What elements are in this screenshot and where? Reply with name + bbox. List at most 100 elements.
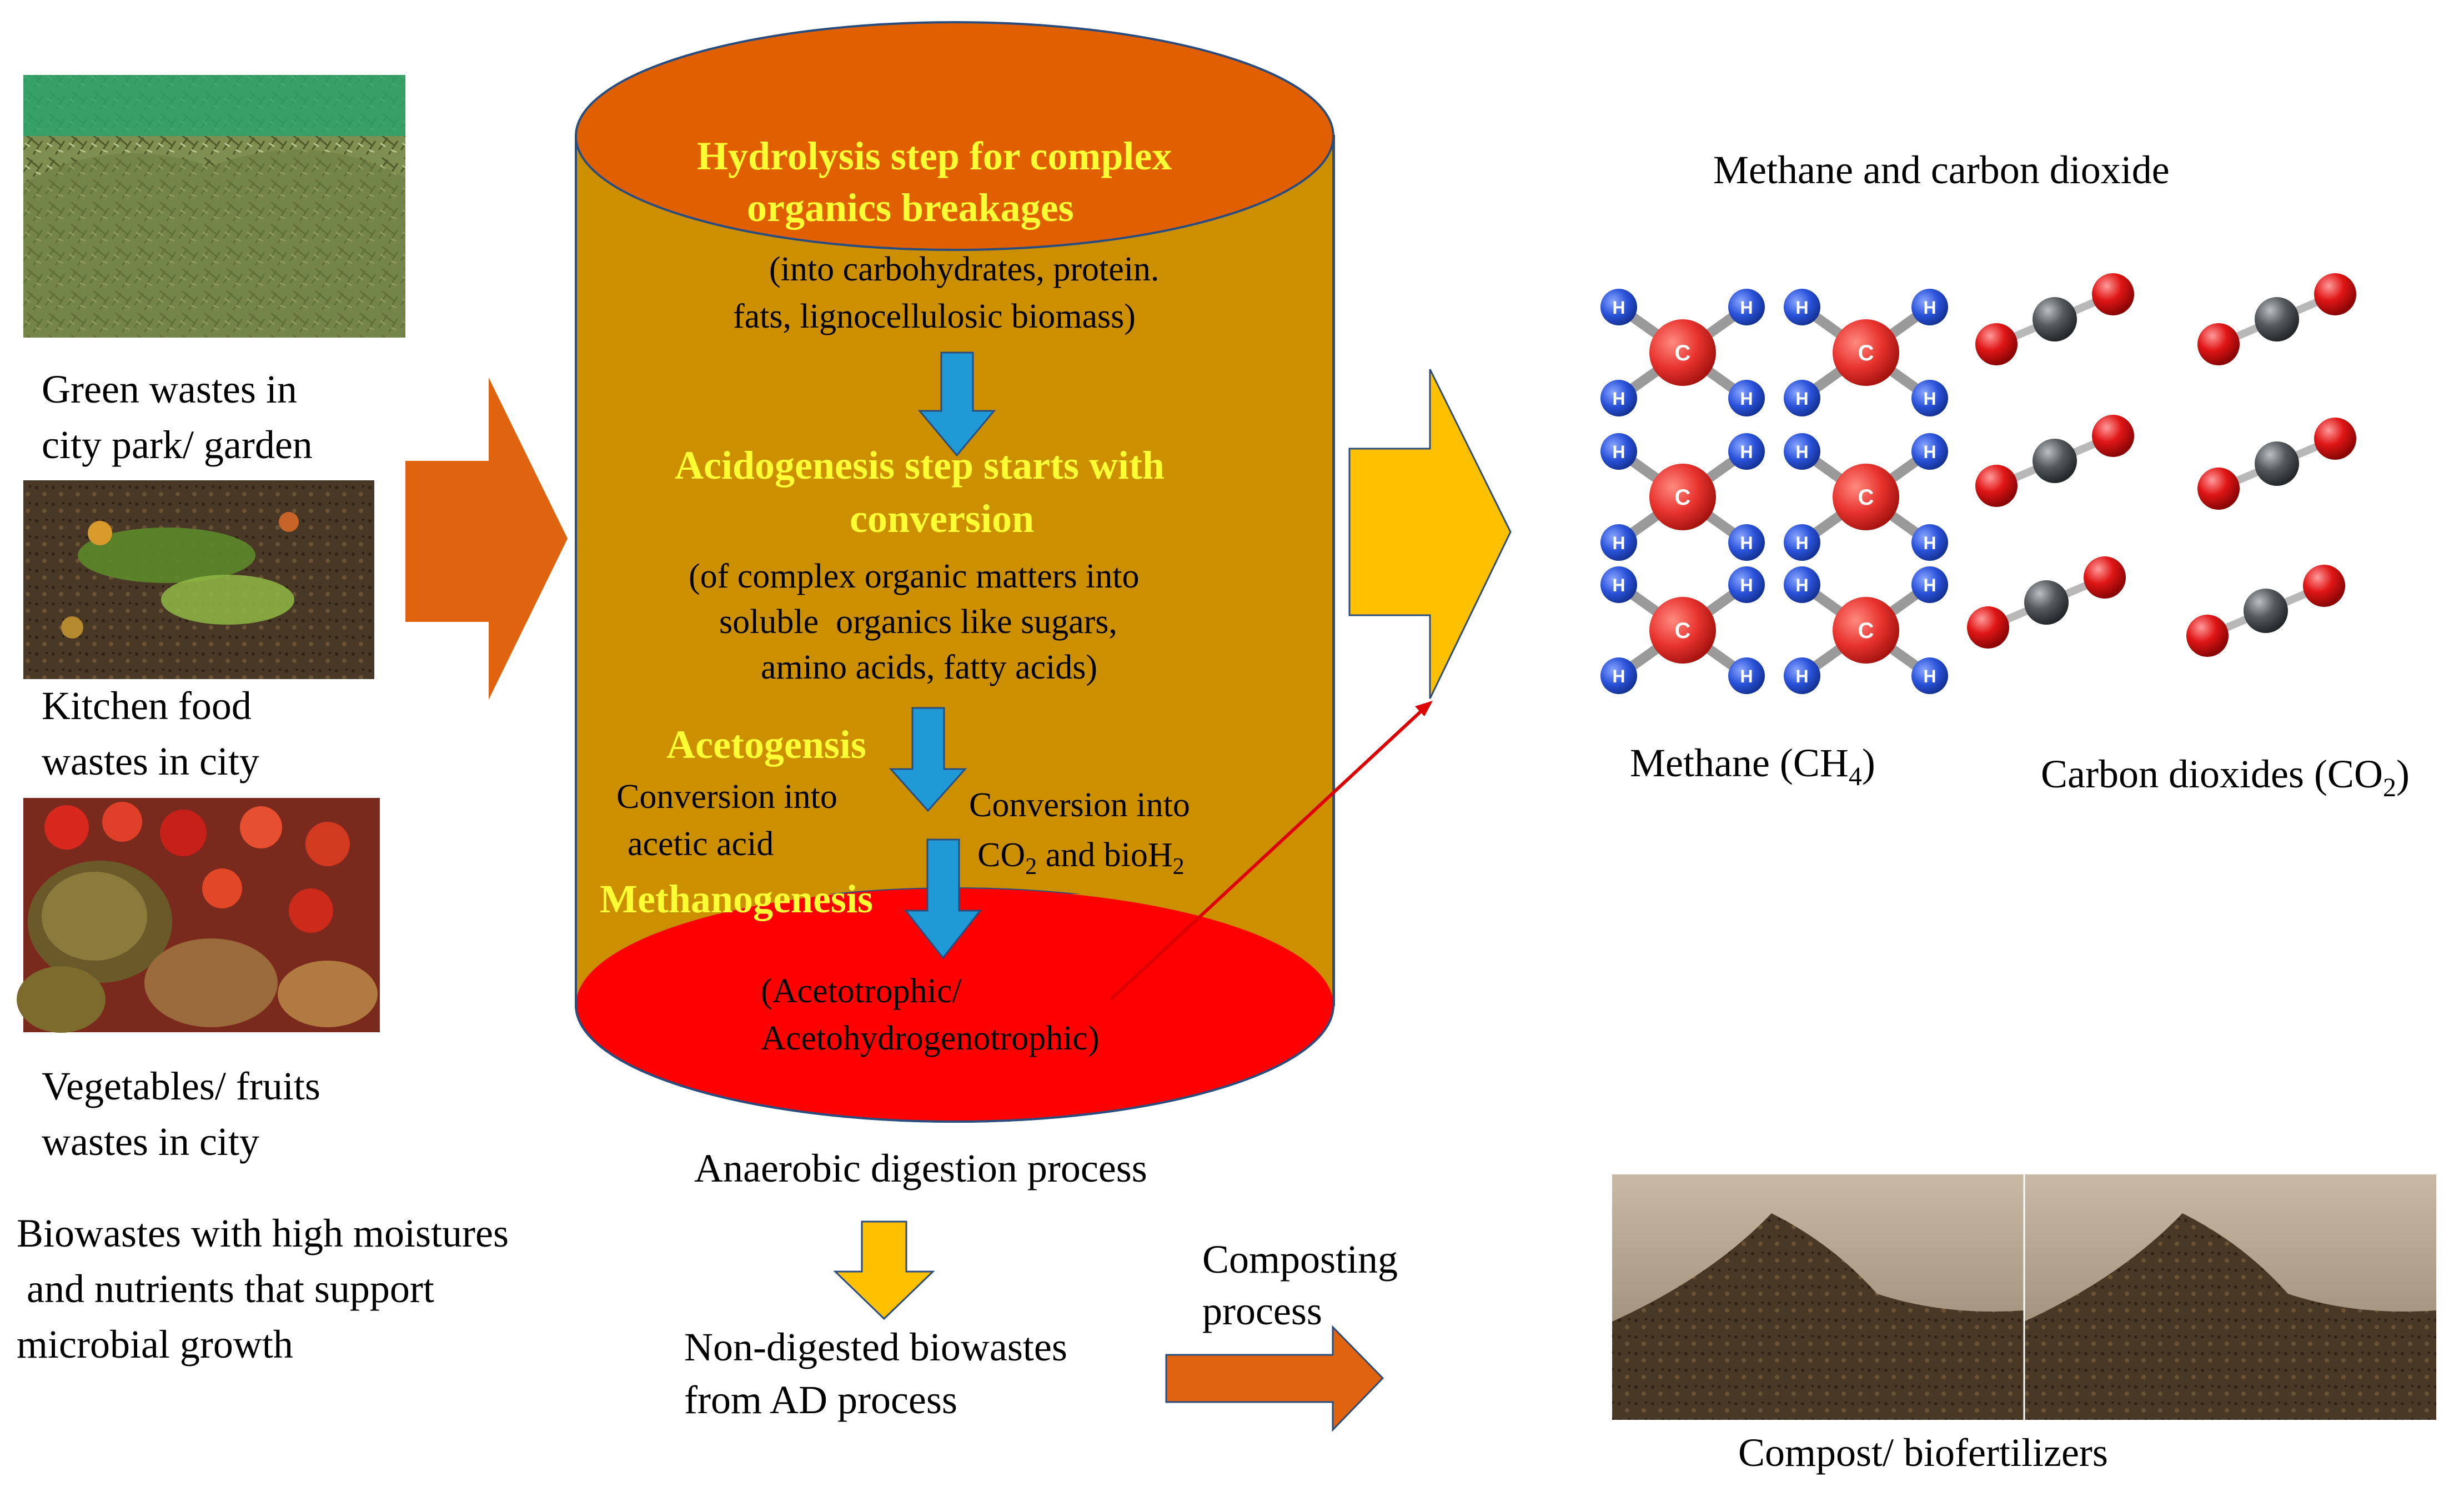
carbon-symbol: C [1858,341,1874,365]
hydrogen-symbol: H [1740,389,1753,409]
hydrogen-symbol: H [1795,666,1808,686]
acidogenesis-title-1: Acidogenesis step starts with [675,443,1165,488]
vegetable-waste-photo [17,798,380,1033]
green-waste-photo [23,75,405,338]
oxygen-atom-icon [2314,418,2356,460]
oxygen-atom-icon [2186,615,2229,657]
hydrogen-atom-icon [1728,433,1765,470]
hydrolysis-desc-1: (into carbohydrates, protein. [769,250,1159,288]
acetogenesis-right-1: Conversion into [969,786,1190,824]
gas-pointer-line [1109,708,1424,1001]
acidogenesis-desc-2: soluble organics like sugars, [719,603,1117,641]
hydrogen-symbol: H [1923,298,1936,318]
hydrogen-atom-icon [1784,289,1820,325]
carbon-atom-icon [1649,319,1716,386]
hydrogen-atom-icon [1600,566,1637,603]
vegetable-waste-label-2: wastes in city [42,1119,259,1164]
residue-label-1: Non-digested biowastes [684,1325,1067,1369]
compost-photo [1612,1174,2436,1420]
carbon-atom-icon [1833,464,1899,530]
acetogenesis-title: Acetogensis [666,722,866,767]
oxygen-atom-icon [2197,468,2240,510]
methane-label: Methane (CH4) [1630,741,1875,791]
residue-arrow [833,1220,935,1320]
co2-molecule [2186,565,2345,657]
hydrogen-atom-icon [1728,566,1765,603]
hydrogen-atom-icon [1784,380,1820,416]
carbon-atom-icon [1833,597,1899,664]
co2-label: Carbon dioxides (CO2) [2041,752,2410,802]
carbon-atom-icon [1649,464,1716,530]
composting-label-1: Composting [1202,1237,1398,1282]
hydrogen-symbol: H [1612,533,1625,553]
hydrogen-symbol: H [1740,298,1753,318]
hydrogen-symbol: H [1923,533,1936,553]
carbon-atom-icon [1649,597,1716,664]
oxygen-atom-icon [1967,606,2009,649]
hydrogen-atom-icon [1728,380,1765,416]
flow-arrow-3 [904,838,982,959]
oxygen-atom-icon [1975,465,2018,507]
composting-label-2: process [1202,1289,1322,1333]
acidogenesis-desc-3: amino acids, fatty acids) [761,649,1097,686]
flow-arrow-1 [917,351,996,457]
oxygen-atom-icon [1975,323,2018,365]
biowaste-summary-1: Biowastes with high moistures [17,1211,509,1255]
kitchen-waste-photo [23,480,374,679]
hydrogen-symbol: H [1612,442,1625,462]
carbon-atom-icon [1833,319,1899,386]
co2-molecule [1975,415,2134,507]
hydrogen-symbol: H [1612,575,1625,595]
oxygen-atom-icon [2197,323,2240,365]
kitchen-waste-label-2: wastes in city [42,739,259,783]
green-waste-label-2: city park/ garden [42,423,313,467]
hydrogen-atom-icon [1728,524,1765,561]
input-arrow [405,378,568,700]
composting-arrow [1165,1325,1384,1432]
hydrogen-symbol: H [1923,389,1936,409]
hydrogen-symbol: H [1740,442,1753,462]
carbon-symbol: C [1675,485,1691,510]
gases-heading: Methane and carbon dioxide [1713,148,2170,192]
carbon-atom-icon [2033,439,2077,483]
hydrogen-atom-icon [1911,433,1948,470]
hydrogen-symbol: H [1923,575,1936,595]
hydrogen-atom-icon [1911,380,1948,416]
hydrogen-atom-icon [1600,289,1637,325]
hydrogen-symbol: H [1612,666,1625,686]
acidogenesis-desc-1: (of complex organic matters into [689,557,1140,595]
hydrolysis-title-2: organics breakages [747,185,1074,230]
flow-arrow-2 [889,707,967,812]
hydrogen-symbol: H [1795,389,1808,409]
oxygen-atom-icon [2092,415,2134,457]
co2-molecule [1975,273,2134,365]
carbon-symbol: C [1675,341,1691,365]
methanogenesis-desc-1: (Acetotrophic/ [761,972,962,1010]
hydrolysis-title-1: Hydrolysis step for complex [697,134,1172,178]
carbon-atom-icon [2033,297,2077,341]
hydrogen-atom-icon [1784,524,1820,561]
hydrogen-atom-icon [1784,566,1820,603]
carbon-symbol: C [1675,619,1691,643]
hydrogen-symbol: H [1795,575,1808,595]
oxygen-atom-icon [2314,273,2356,315]
oxygen-atom-icon [2092,273,2134,315]
hydrogen-atom-icon [1600,657,1637,694]
residue-label-2: from AD process [684,1378,957,1422]
methanogenesis-title: Methanogenesis [600,877,873,921]
hydrogen-atom-icon [1600,433,1637,470]
carbon-atom-icon [2024,580,2069,625]
hydrogen-symbol: H [1740,575,1753,595]
co2-molecules [1967,273,2356,657]
hydrogen-atom-icon [1600,524,1637,561]
digester-tank [575,21,1335,1123]
acidogenesis-title-2: conversion [850,496,1034,541]
carbon-symbol: C [1858,485,1874,510]
hydrogen-symbol: H [1795,442,1808,462]
